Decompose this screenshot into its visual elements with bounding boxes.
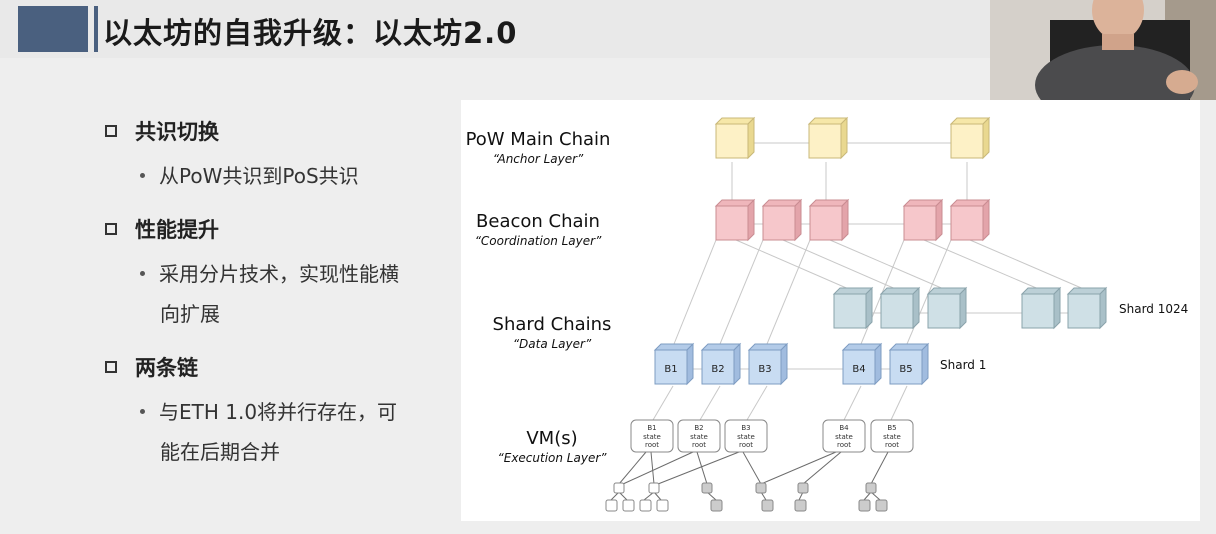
slide-title: 以太坊的自我升级：以太坊2.0: [103, 16, 518, 50]
layer-title-vm: VM(s): [526, 428, 577, 449]
shard-block: [879, 286, 921, 330]
svg-text:state: state: [690, 433, 708, 441]
bullet-heading-performance: 性能提升: [105, 214, 219, 244]
svg-text:root: root: [739, 441, 753, 449]
layer-subtitle-vm: “Execution Layer”: [498, 451, 608, 465]
svg-text:B2: B2: [694, 424, 703, 432]
pow-block: [807, 116, 849, 160]
bullet-item: 采用分片技术，实现性能横: [140, 254, 399, 294]
beacon-block: [808, 198, 850, 242]
diagram-svg: .ln { stroke:#c8c8c8; stroke-width:1; fi…: [466, 116, 1188, 512]
webcam-overlay: [990, 0, 1216, 100]
beacon-block: [761, 198, 803, 242]
square-bullet-icon: [105, 223, 117, 235]
shard-1024-blocks: [832, 286, 1108, 330]
svg-text:root: root: [692, 441, 706, 449]
execution-nodes: [605, 482, 888, 512]
data-block-b2: B2: [700, 342, 742, 386]
data-block-b1: B1: [653, 342, 695, 386]
data-block-b4: B4: [841, 342, 883, 386]
layer-title-pow: PoW Main Chain: [466, 129, 611, 150]
svg-text:B3: B3: [741, 424, 750, 432]
square-bullet-icon: [105, 125, 117, 137]
shard-block: [1020, 286, 1062, 330]
svg-text:root: root: [837, 441, 851, 449]
connector-lines: [610, 142, 1087, 501]
shard-block: [832, 286, 874, 330]
shard-block: [1066, 286, 1108, 330]
presenter-video-image: [990, 0, 1216, 100]
svg-text:B5: B5: [887, 424, 896, 432]
slide-logo-bar: [94, 6, 98, 52]
svg-text:state: state: [883, 433, 901, 441]
beacon-chain-blocks: [714, 198, 991, 242]
svg-text:B5: B5: [899, 364, 912, 375]
bullet-heading-two-chains: 两条链: [105, 352, 198, 382]
data-block-b5: B5: [888, 342, 930, 386]
data-block-b3: B3: [747, 342, 789, 386]
shard-1-blocks: B1 B2 B3 B4 B5: [653, 342, 930, 386]
bullet-item-continued: 能在后期合并: [160, 440, 280, 464]
svg-text:root: root: [885, 441, 899, 449]
dot-bullet-icon: [140, 173, 145, 178]
pow-block: [949, 116, 991, 160]
bullet-item: 从PoW共识到PoS共识: [140, 156, 359, 196]
svg-text:B1: B1: [664, 364, 677, 375]
shard-block: [926, 286, 968, 330]
svg-text:B1: B1: [647, 424, 656, 432]
bullet-item: 与ETH 1.0将并行存在，可: [140, 392, 397, 432]
layer-title-beacon: Beacon Chain: [476, 211, 600, 232]
dot-bullet-icon: [140, 271, 145, 276]
pow-chain-blocks: [714, 116, 991, 160]
svg-text:state: state: [835, 433, 853, 441]
svg-text:root: root: [645, 441, 659, 449]
svg-text:B4: B4: [852, 364, 865, 375]
eth2-architecture-diagram: .ln { stroke:#c8c8c8; stroke-width:1; fi…: [461, 100, 1200, 521]
svg-text:state: state: [643, 433, 661, 441]
bullet-item-continued: 向扩展: [160, 302, 220, 326]
shard-1-label: Shard 1: [940, 358, 986, 372]
beacon-block: [714, 198, 756, 242]
beacon-block: [902, 198, 944, 242]
bullet-heading-consensus: 共识切换: [105, 116, 219, 146]
dot-bullet-icon: [140, 409, 145, 414]
pow-block: [714, 116, 756, 160]
slide-logo-square: [18, 6, 88, 52]
layer-title-shard: Shard Chains: [493, 314, 612, 335]
svg-text:state: state: [737, 433, 755, 441]
beacon-block: [949, 198, 991, 242]
layer-subtitle-pow: “Anchor Layer”: [493, 152, 584, 166]
shard-1024-label: Shard 1024: [1119, 302, 1188, 316]
layer-subtitle-shard: “Data Layer”: [513, 337, 592, 351]
svg-text:B2: B2: [711, 364, 724, 375]
square-bullet-icon: [105, 361, 117, 373]
svg-text:B4: B4: [839, 424, 849, 432]
layer-subtitle-beacon: “Coordination Layer”: [475, 234, 602, 248]
svg-text:B3: B3: [758, 364, 771, 375]
